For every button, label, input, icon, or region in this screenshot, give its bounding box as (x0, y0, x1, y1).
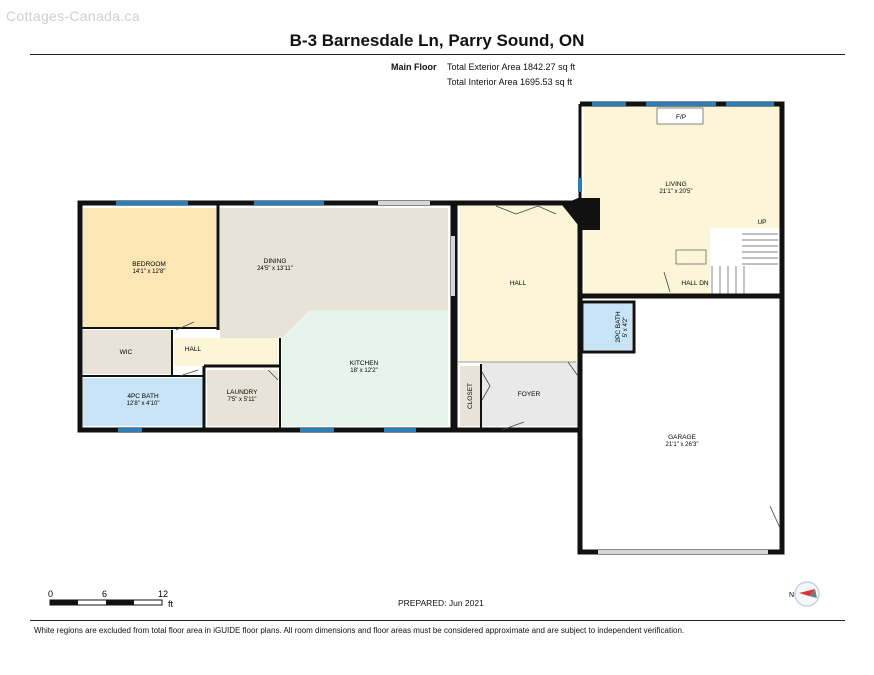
compass-label: N (789, 592, 794, 599)
fireplace-box (656, 107, 704, 125)
hall-center-name: HALL (510, 280, 527, 287)
up-label: UP (757, 219, 766, 226)
wic-fill (83, 330, 171, 374)
bedroom-dim: 14'1" x 12'8" (133, 269, 166, 275)
stairs (675, 233, 778, 294)
kitchen-dim: 18' x 12'2" (350, 368, 377, 374)
watermark: Cottages-Canada.ca (6, 8, 140, 24)
foyer-name: FOYER (518, 391, 541, 398)
scale-tick-6: 6 (102, 589, 107, 599)
wic-name: WIC (120, 349, 133, 356)
closet-fill (460, 366, 480, 426)
fp-name: F/P (676, 114, 686, 121)
scale-tick-12: 12 (158, 589, 168, 599)
windows (116, 102, 774, 432)
dining-name: DINING (264, 258, 287, 265)
living-name: LIVING (665, 181, 686, 188)
hall-left-fill (174, 338, 278, 366)
prepared-date: PREPARED: Jun 2021 (398, 598, 484, 608)
floor-label: Main Floor (391, 62, 437, 72)
footer-rule (30, 620, 845, 621)
interior-area: Total Interior Area 1695.53 sq ft (447, 77, 573, 87)
foyer-fill (482, 362, 578, 426)
bedroom-fill (83, 208, 216, 328)
scale-unit: ft (168, 599, 174, 609)
bath4-fill (83, 378, 203, 426)
doors (175, 205, 781, 529)
exterior-area: Total Exterior Area 1842.27 sq ft (447, 62, 576, 72)
garage-dim: 21'1" x 26'3" (666, 442, 699, 448)
laundry-dim: 7'5" x 5'11" (227, 397, 256, 403)
scale-tick-0: 0 (48, 589, 53, 599)
compass-icon: N (787, 580, 827, 615)
bath2-dim: 5' x 4'2" (623, 317, 629, 338)
light-openings (378, 201, 768, 554)
bath4-name: 4PC BATH (127, 393, 159, 400)
garage-name: GARAGE (668, 434, 696, 441)
hall-center-fill (460, 206, 578, 362)
hall-dn-name: HALL DN (681, 280, 709, 287)
bath2-fill (584, 304, 632, 350)
laundry-fill (207, 370, 278, 426)
bath2-name: 2PC BATH (615, 311, 622, 343)
closet-name: CLOSET (467, 383, 474, 409)
bath4-dim: 12'8" x 4'10" (127, 401, 160, 407)
page-title: B-3 Barnesdale Ln, Parry Sound, ON (289, 31, 585, 50)
stairs-fill (710, 228, 780, 296)
dining-dim: 24'5" x 13'11" (257, 266, 293, 272)
scale-bar: 0 6 12 ft (46, 589, 186, 622)
kitchen-name: KITCHEN (350, 360, 379, 367)
dining-fill (220, 208, 448, 338)
bedroom-name: BEDROOM (132, 261, 166, 268)
living-dim: 21'1" x 20'5" (660, 189, 693, 195)
kitchen-fill (282, 310, 448, 426)
laundry-name: LAUNDRY (227, 389, 259, 396)
hall-left-name: HALL (185, 346, 202, 353)
title-rule (30, 54, 845, 55)
disclaimer: White regions are excluded from total fl… (34, 626, 685, 635)
